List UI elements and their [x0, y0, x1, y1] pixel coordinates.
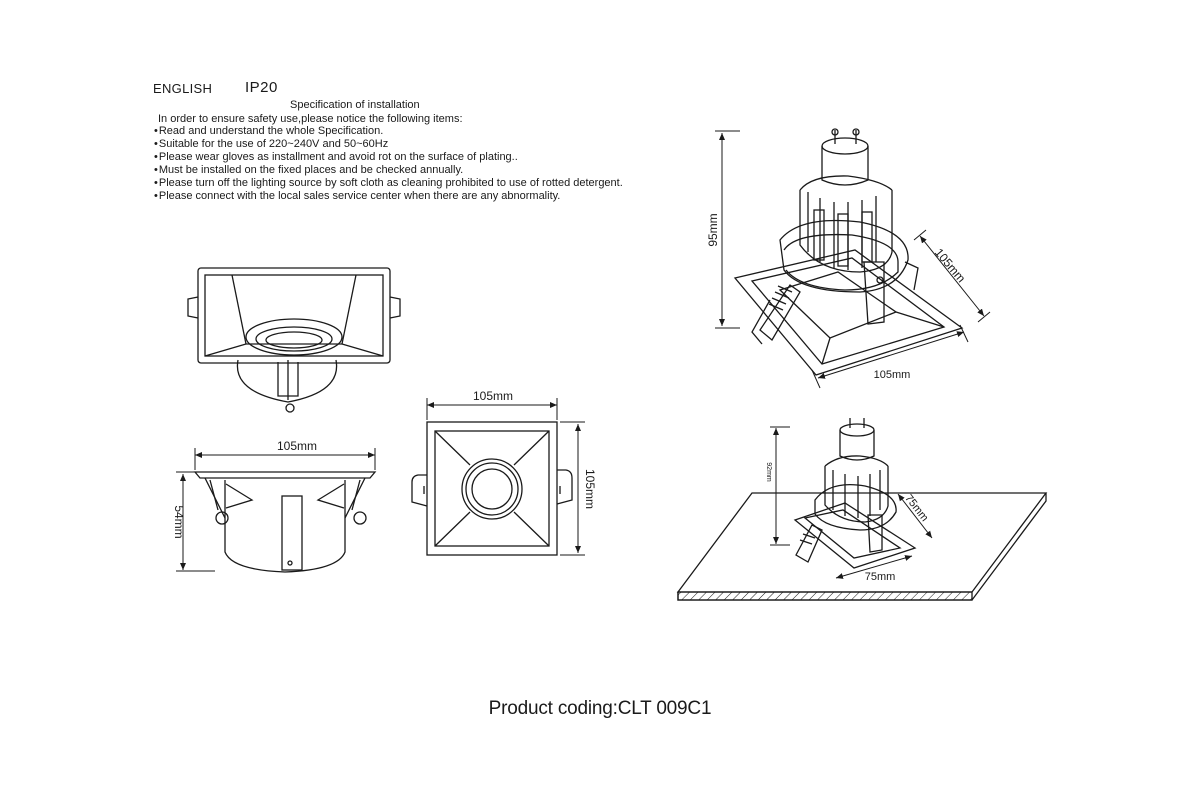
note-item: Read and understand the whole Specificat… [154, 125, 623, 138]
iso-width-label: 105mm [874, 369, 911, 381]
installation-view [676, 418, 1048, 601]
spec-title: Specification of installation [290, 99, 420, 111]
safety-notes: Read and understand the whole Specificat… [154, 125, 623, 203]
note-item: Must be installed on the fixed places an… [154, 164, 623, 177]
side-height-label: 54mm [172, 505, 186, 538]
side-view [193, 471, 377, 573]
isometric-view [733, 128, 964, 376]
iso-depth-label: 105mm [932, 246, 968, 286]
product-coding: Product coding:CLT 009C1 [488, 698, 712, 719]
front-height-label: 105mm [583, 469, 597, 509]
dimension-lines [176, 130, 991, 579]
cutout-height-label: 92mm [765, 462, 772, 482]
side-width-label: 105mm [277, 439, 317, 453]
perspective-top-view [187, 267, 401, 413]
ip-rating: IP20 [245, 79, 278, 96]
language-label: ENGLISH [153, 81, 213, 96]
note-item: Please connect with the local sales serv… [154, 190, 623, 203]
front-view [411, 421, 573, 556]
cutout-width-label: 75mm [865, 571, 896, 583]
note-item: Please wear gloves as installment and av… [154, 151, 623, 164]
cutout-depth-label: 75mm [902, 492, 930, 523]
note-item: Suitable for the use of 220~240V and 50~… [154, 138, 623, 151]
spec-intro: In order to ensure safety use,please not… [158, 113, 463, 125]
front-width-label: 105mm [473, 389, 513, 403]
iso-height-label: 95mm [706, 213, 720, 246]
note-item: Please turn off the lighting source by s… [154, 177, 623, 190]
